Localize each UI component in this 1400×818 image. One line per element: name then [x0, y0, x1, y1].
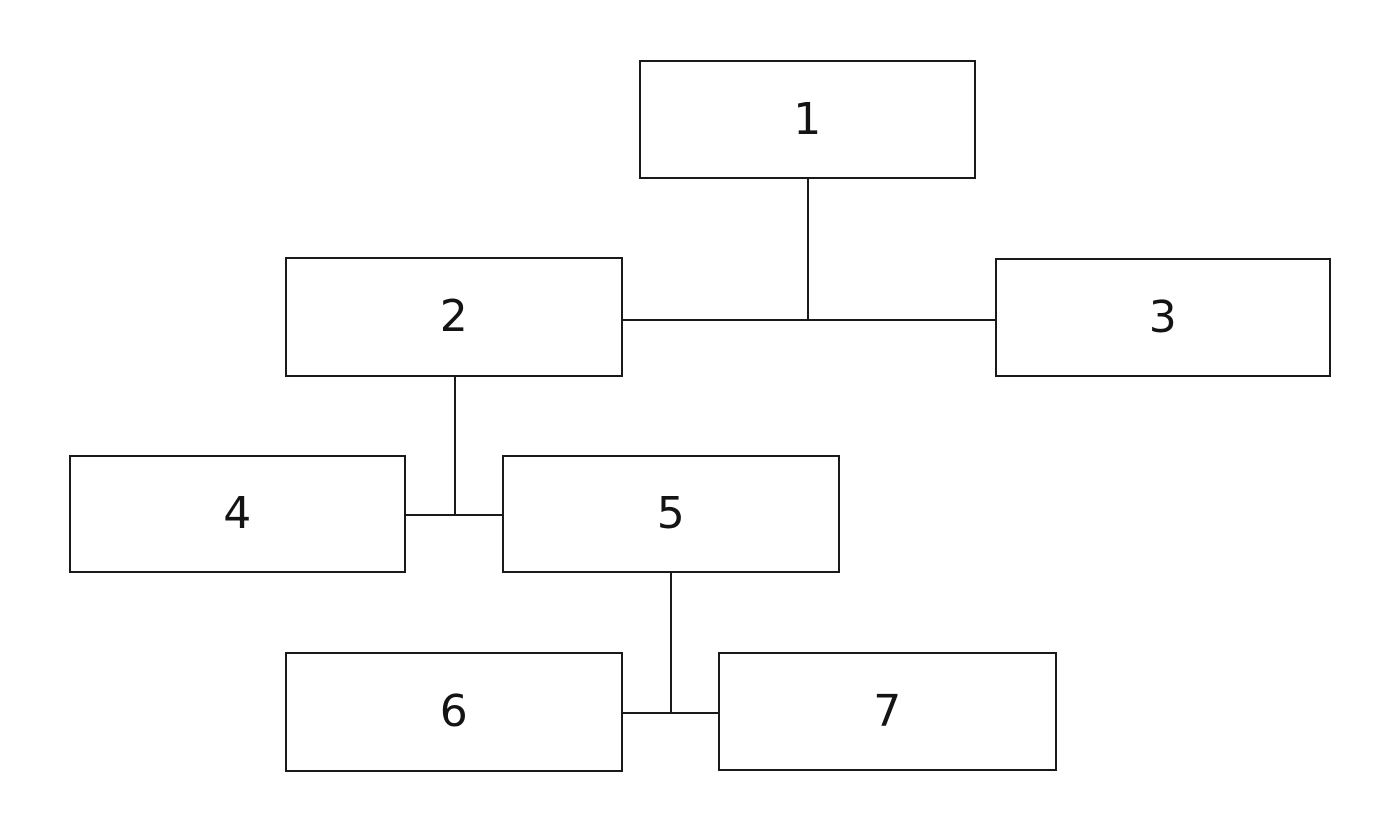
node-label-3: 3	[1148, 291, 1178, 343]
node-label-7: 7	[873, 685, 902, 737]
node-label-1: 1	[793, 93, 822, 145]
node-box-4[interactable]: 4	[69, 455, 406, 573]
connector-node2-node3-horizontal	[623, 319, 995, 321]
node-label-4: 4	[223, 488, 252, 539]
node-box-1[interactable]: 1	[639, 60, 976, 179]
connector-node2-vertical	[454, 377, 456, 516]
node-box-2[interactable]: 2	[285, 257, 623, 377]
node-label-6: 6	[439, 686, 469, 737]
connector-node6-node7-horizontal	[623, 712, 718, 714]
connector-node5-vertical	[670, 573, 672, 713]
connector-node1-vertical	[807, 179, 809, 320]
connector-node4-node5-horizontal	[406, 514, 502, 516]
node-box-5[interactable]: 5	[502, 455, 840, 573]
node-box-6[interactable]: 6	[285, 652, 623, 772]
node-box-3[interactable]: 3	[995, 258, 1331, 377]
node-label-2: 2	[439, 291, 469, 342]
node-box-7[interactable]: 7	[718, 652, 1057, 771]
node-label-5: 5	[656, 488, 686, 539]
